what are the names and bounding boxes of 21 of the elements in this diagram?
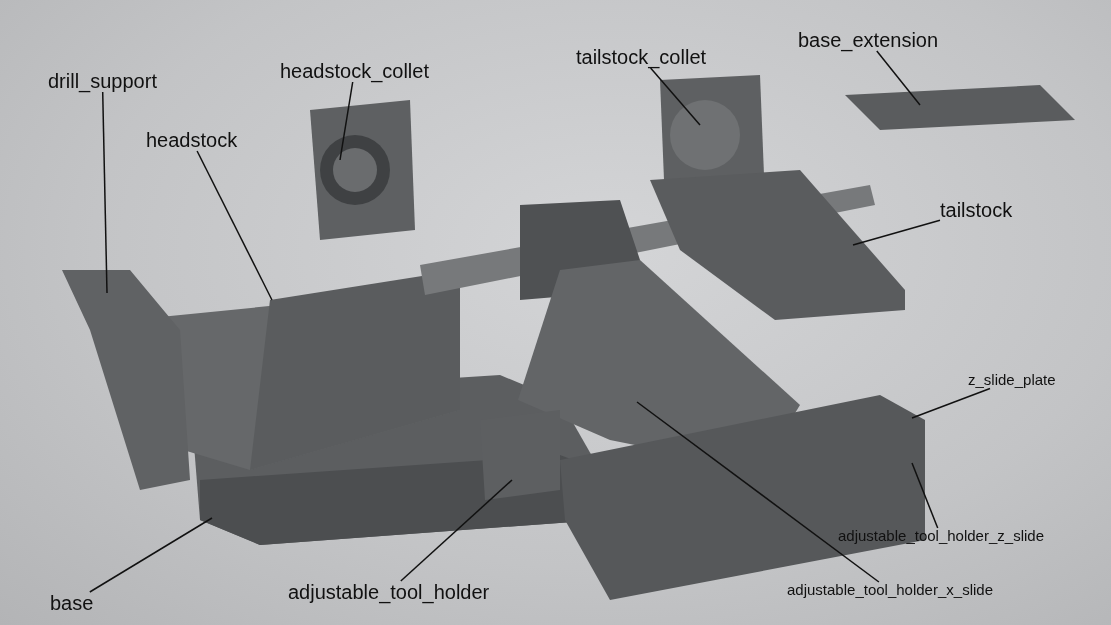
leader-line bbox=[876, 50, 921, 106]
leader-line bbox=[649, 67, 701, 126]
leader-line bbox=[101, 91, 108, 294]
leader-line bbox=[400, 479, 513, 582]
leader-line bbox=[636, 401, 880, 583]
leader-line bbox=[196, 150, 273, 301]
part-label: adjustable_tool_holder bbox=[288, 581, 490, 603]
leader-line bbox=[339, 81, 354, 161]
part-label: base_extension bbox=[798, 29, 939, 51]
leader-line bbox=[911, 387, 991, 419]
leader-line bbox=[852, 219, 941, 246]
part-label: headstock bbox=[146, 129, 238, 151]
leader-line bbox=[89, 517, 213, 593]
part-label: base bbox=[50, 592, 94, 614]
part-label: headstock_collet bbox=[280, 60, 429, 82]
part-label: z_slide_plate bbox=[968, 372, 1056, 389]
part-label: drill_support bbox=[48, 70, 157, 92]
part-label: tailstock_collet bbox=[576, 46, 707, 68]
part-label: tailstock bbox=[940, 199, 1013, 221]
part-label: adjustable_tool_holder_x_slide bbox=[787, 582, 993, 599]
leader-line bbox=[911, 462, 939, 529]
